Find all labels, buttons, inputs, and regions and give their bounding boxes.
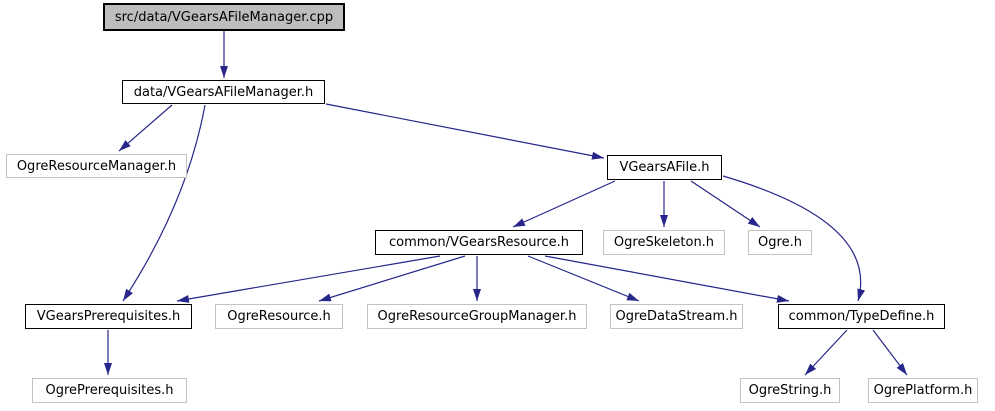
node-common-vgearsresource-h[interactable]: common/VGearsResource.h bbox=[375, 230, 583, 255]
node-vgearsafile-h[interactable]: VGearsAFile.h bbox=[607, 155, 722, 180]
node-data-vgearsafilemanager-h[interactable]: data/VGearsAFileManager.h bbox=[122, 80, 325, 104]
edge-vres-to-tdef bbox=[544, 255, 790, 303]
edge-tdef-to-ostr bbox=[804, 329, 848, 376]
node-ogreskeleton-h: OgreSkeleton.h bbox=[603, 230, 725, 255]
edge-afm_h-to-orm bbox=[118, 104, 173, 152]
edge-vres-to-ores bbox=[318, 255, 466, 302]
node-ogreresource-h: OgreResource.h bbox=[215, 304, 343, 329]
edge-afile-to-ogre bbox=[690, 180, 761, 228]
node-ogreresourcemanager-h: OgreResourceManager.h bbox=[6, 154, 187, 178]
node-ogre-h: Ogre.h bbox=[748, 230, 812, 255]
node-common-typedefine-h[interactable]: common/TypeDefine.h bbox=[778, 304, 945, 329]
edge-vres-to-vpre bbox=[176, 255, 441, 303]
edge-afm_h-to-afile bbox=[325, 103, 605, 160]
edge-afm_h-to-vpre bbox=[122, 104, 206, 302]
node-src-data-vgearsafilemanager-cpp: src/data/VGearsAFileManager.cpp bbox=[103, 3, 345, 31]
node-ogreprerequisites-h: OgrePrerequisites.h bbox=[32, 378, 187, 403]
node-ogreplatform-h: OgrePlatform.h bbox=[868, 378, 978, 403]
node-vgearsprerequisites-h[interactable]: VGearsPrerequisites.h bbox=[25, 304, 192, 329]
edge-tdef-to-oplat bbox=[872, 329, 908, 376]
node-ogreresourcegroupmanager-h: OgreResourceGroupManager.h bbox=[367, 304, 587, 329]
node-ogredatastream-h: OgreDataStream.h bbox=[610, 304, 743, 329]
edge-afile-to-vres bbox=[512, 180, 616, 228]
node-ogrestring-h: OgreString.h bbox=[740, 378, 840, 403]
edge-vres-to-ods bbox=[527, 255, 640, 302]
